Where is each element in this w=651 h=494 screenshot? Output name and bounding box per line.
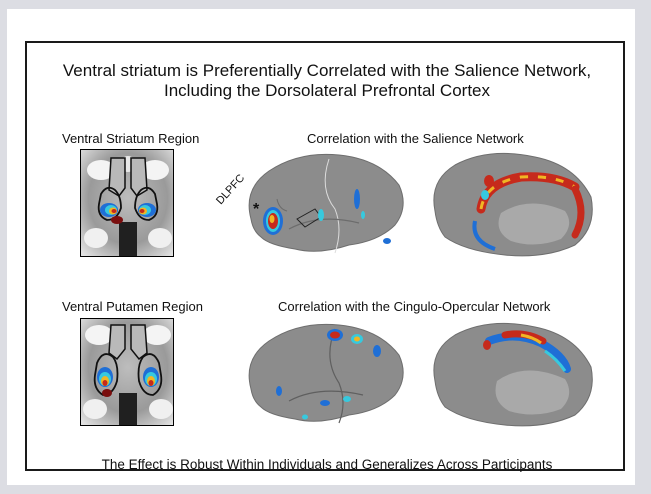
ventral-striatum-mri — [80, 149, 174, 257]
figure-title-line-2: Including the Dorsolateral Prefrontal Co… — [164, 81, 490, 100]
figure-frame: Ventral striatum is Preferentially Corre… — [25, 41, 625, 472]
figure-title-line-1: Ventral striatum is Preferentially Corre… — [62, 61, 592, 80]
figure-card: Ventral striatum is Preferentially Corre… — [7, 9, 635, 485]
cingulo-opercular-network-label: Correlation with the Cingulo-Opercular N… — [278, 299, 551, 314]
figure-footer: The Effect is Robust Within Individuals … — [101, 457, 553, 472]
salience-lateral-brain-surface — [248, 153, 404, 254]
salience-network-label: Correlation with the Salience Network — [307, 131, 524, 146]
ventral-striatum-label: Ventral Striatum Region — [62, 131, 200, 146]
ventral-putamen-mri — [80, 318, 174, 426]
dlpfc-marker: * — [253, 201, 260, 218]
ventral-putamen-label: Ventral Putamen Region — [62, 299, 203, 314]
cingulo-opercular-lateral-brain-surface — [248, 323, 404, 424]
salience-medial-brain-surface — [433, 152, 593, 257]
cingulo-opercular-medial-brain-surface — [433, 322, 593, 427]
mri-slice-image-1 — [81, 150, 173, 256]
mri-slice-image-2 — [81, 319, 173, 425]
